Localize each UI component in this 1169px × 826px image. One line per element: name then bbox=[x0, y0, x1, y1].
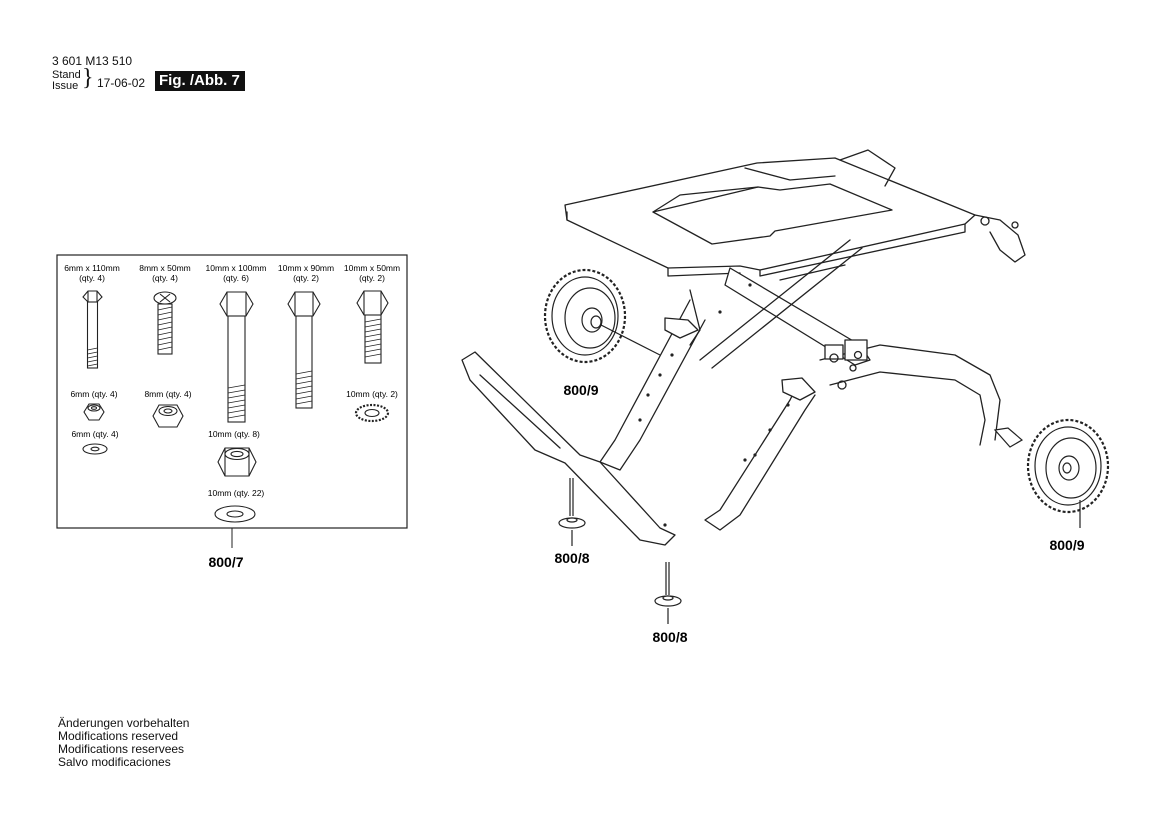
bolt-1-qty: (qty. 4) bbox=[79, 273, 105, 283]
bolt-10x90-icon bbox=[287, 291, 321, 409]
notice-line-de: Änderungen vorbehalten bbox=[58, 716, 190, 730]
bolt-10x100-icon bbox=[219, 291, 254, 423]
bolt-1-size: 6mm x 110mm bbox=[64, 263, 120, 273]
bolt-6x110-icon bbox=[82, 290, 103, 369]
lockwasher-10mm-label: 10mm (qty. 2) bbox=[346, 389, 398, 399]
nut-6mm-icon bbox=[83, 403, 105, 421]
stand-issue-label: Stand Issue bbox=[52, 70, 81, 92]
bolt-8x50-icon bbox=[153, 291, 177, 355]
bolt-2-qty: (qty. 4) bbox=[152, 273, 178, 283]
nut-8mm-label: 8mm (qty. 4) bbox=[144, 389, 191, 399]
notice-line-es: Salvo modificaciones bbox=[58, 755, 171, 769]
notice-line-fr: Modifications reservees bbox=[58, 742, 185, 756]
callout-wheel-left: 800/9 bbox=[563, 382, 598, 398]
part-number: 3 601 M13 510 bbox=[52, 54, 133, 68]
figure-label: Fig. /Abb. 7 bbox=[155, 71, 245, 91]
brace-glyph: } bbox=[82, 65, 94, 91]
washer-6mm-icon bbox=[82, 443, 108, 455]
nut-8mm-icon bbox=[152, 404, 184, 428]
bolt-10x50-icon bbox=[356, 290, 389, 364]
foot-left-icon bbox=[558, 478, 586, 546]
nut-6mm-label: 6mm (qty. 4) bbox=[70, 389, 117, 399]
washer-10mm-label: 10mm (qty. 22) bbox=[208, 488, 265, 498]
nut-10mm-label: 10mm (qty. 8) bbox=[208, 429, 260, 439]
bolt-5-size: 10mm x 50mm bbox=[344, 263, 400, 273]
issue-date: 17-06-02 bbox=[97, 76, 146, 90]
callout-foot-left: 800/8 bbox=[554, 550, 589, 566]
modifications-notice: Änderungen vorbehalten Modifications res… bbox=[58, 717, 189, 769]
bolt-3-qty: (qty. 6) bbox=[223, 273, 249, 283]
hardware-kit-reference: 800/7 bbox=[208, 554, 243, 570]
wheel-left-icon bbox=[543, 268, 661, 364]
bolt-5-qty: (qty. 2) bbox=[359, 273, 385, 283]
bolt-4-qty: (qty. 2) bbox=[293, 273, 319, 283]
bolt-2-size: 8mm x 50mm bbox=[139, 263, 190, 273]
callout-foot-bottom: 800/8 bbox=[652, 629, 687, 645]
nut-10mm-icon bbox=[217, 447, 257, 477]
stand-label: Stand bbox=[52, 69, 81, 81]
washer-6mm-label: 6mm (qty. 4) bbox=[71, 429, 118, 439]
callout-wheel-right: 800/9 bbox=[1049, 537, 1084, 553]
washer-10mm-icon bbox=[214, 505, 256, 523]
hardware-kit-panel bbox=[56, 254, 408, 548]
foot-bottom-icon bbox=[654, 562, 682, 624]
bolt-4-size: 10mm x 90mm bbox=[278, 263, 334, 273]
lockwasher-10mm-icon bbox=[354, 403, 390, 423]
issue-label: Issue bbox=[52, 80, 79, 92]
bolt-3-size: 10mm x 100mm bbox=[206, 263, 267, 273]
folding-stand-illustration bbox=[461, 149, 1026, 546]
wheel-right-icon bbox=[993, 418, 1110, 528]
notice-line-en: Modifications reserved bbox=[58, 729, 179, 743]
